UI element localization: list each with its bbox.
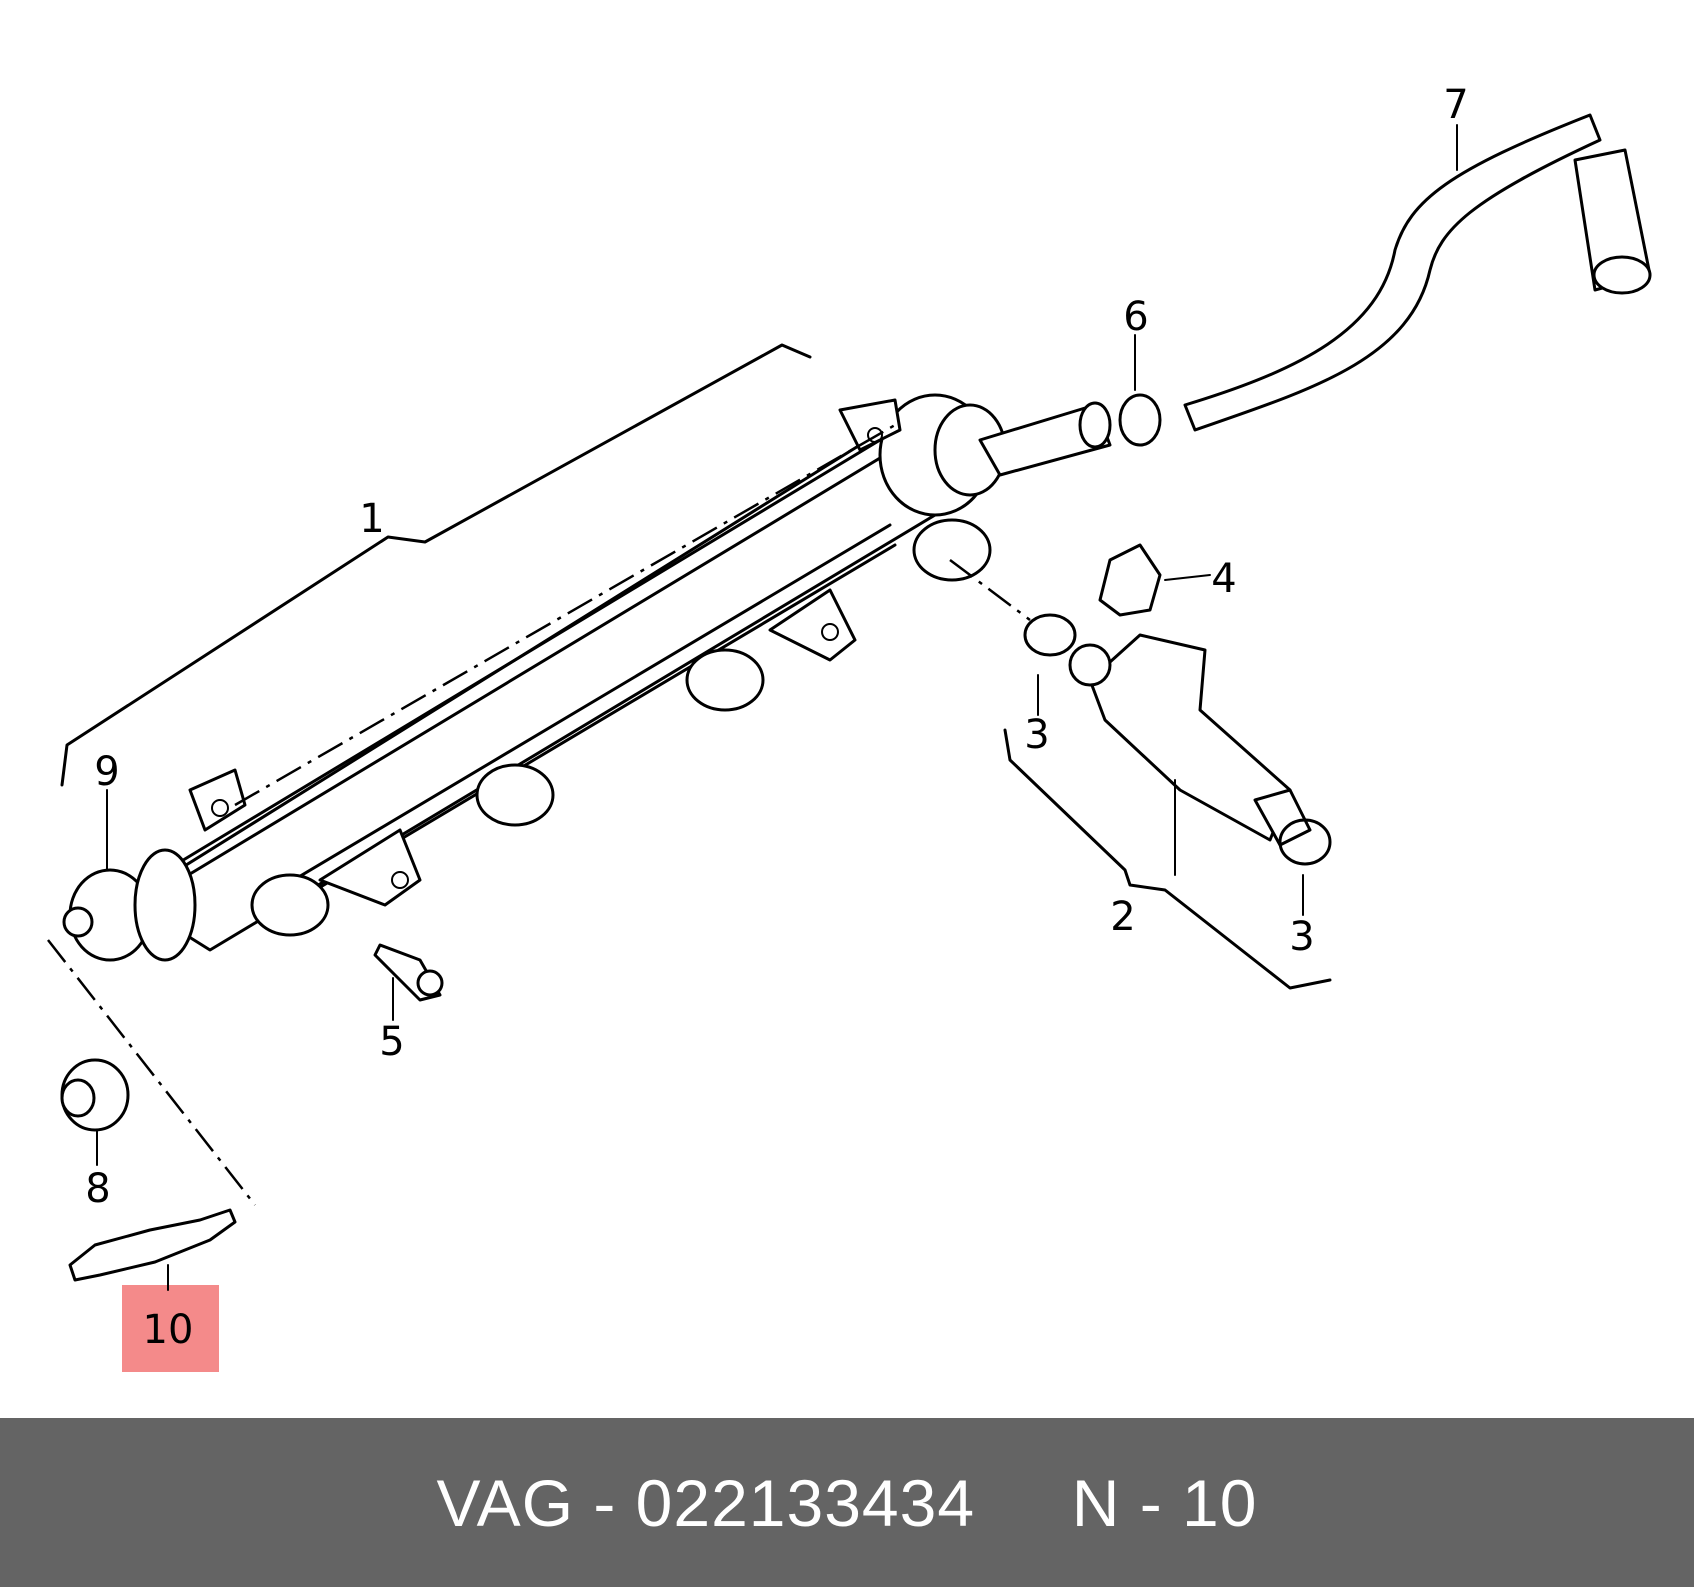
callout-9: 9 <box>94 749 119 795</box>
part-number-label: VAG - 022133434 N - 10 <box>436 1465 1258 1540</box>
diagram-drawing: 1 2 3 3 4 5 6 7 8 9 10 <box>47 82 1652 1353</box>
callout-8: 8 <box>85 1166 110 1212</box>
highlight-callout-10 <box>122 1285 219 1372</box>
bolt-part-5 <box>373 943 444 1021</box>
valve-part-10 <box>68 1208 237 1291</box>
clamp-part-6 <box>1118 334 1162 447</box>
exploded-parts-diagram: 1 2 3 3 4 5 6 7 8 9 10 <box>47 82 1652 1372</box>
callout-10: 10 <box>143 1307 194 1353</box>
callout-4: 4 <box>1211 556 1236 602</box>
callout-1: 1 <box>359 496 384 542</box>
callout-6: 6 <box>1123 294 1148 340</box>
fuel-rail <box>62 393 1112 962</box>
injector-part-2 <box>1068 633 1312 876</box>
o-ring-part-3-lower <box>1278 818 1332 916</box>
cap-part-8 <box>60 1058 130 1166</box>
callout-7: 7 <box>1443 82 1468 128</box>
o-ring-part-3-upper <box>1023 613 1077 716</box>
callout-2: 2 <box>1110 894 1135 940</box>
callout-3-upper: 3 <box>1024 712 1049 758</box>
part-number-footer: VAG - 022133434 N - 10 <box>0 1418 1694 1587</box>
bracket-part-1 <box>60 343 812 787</box>
hose-part-7 <box>1183 113 1652 432</box>
clip-part-4 <box>1098 543 1211 617</box>
callout-5: 5 <box>379 1019 404 1065</box>
callout-3-lower: 3 <box>1289 914 1314 960</box>
